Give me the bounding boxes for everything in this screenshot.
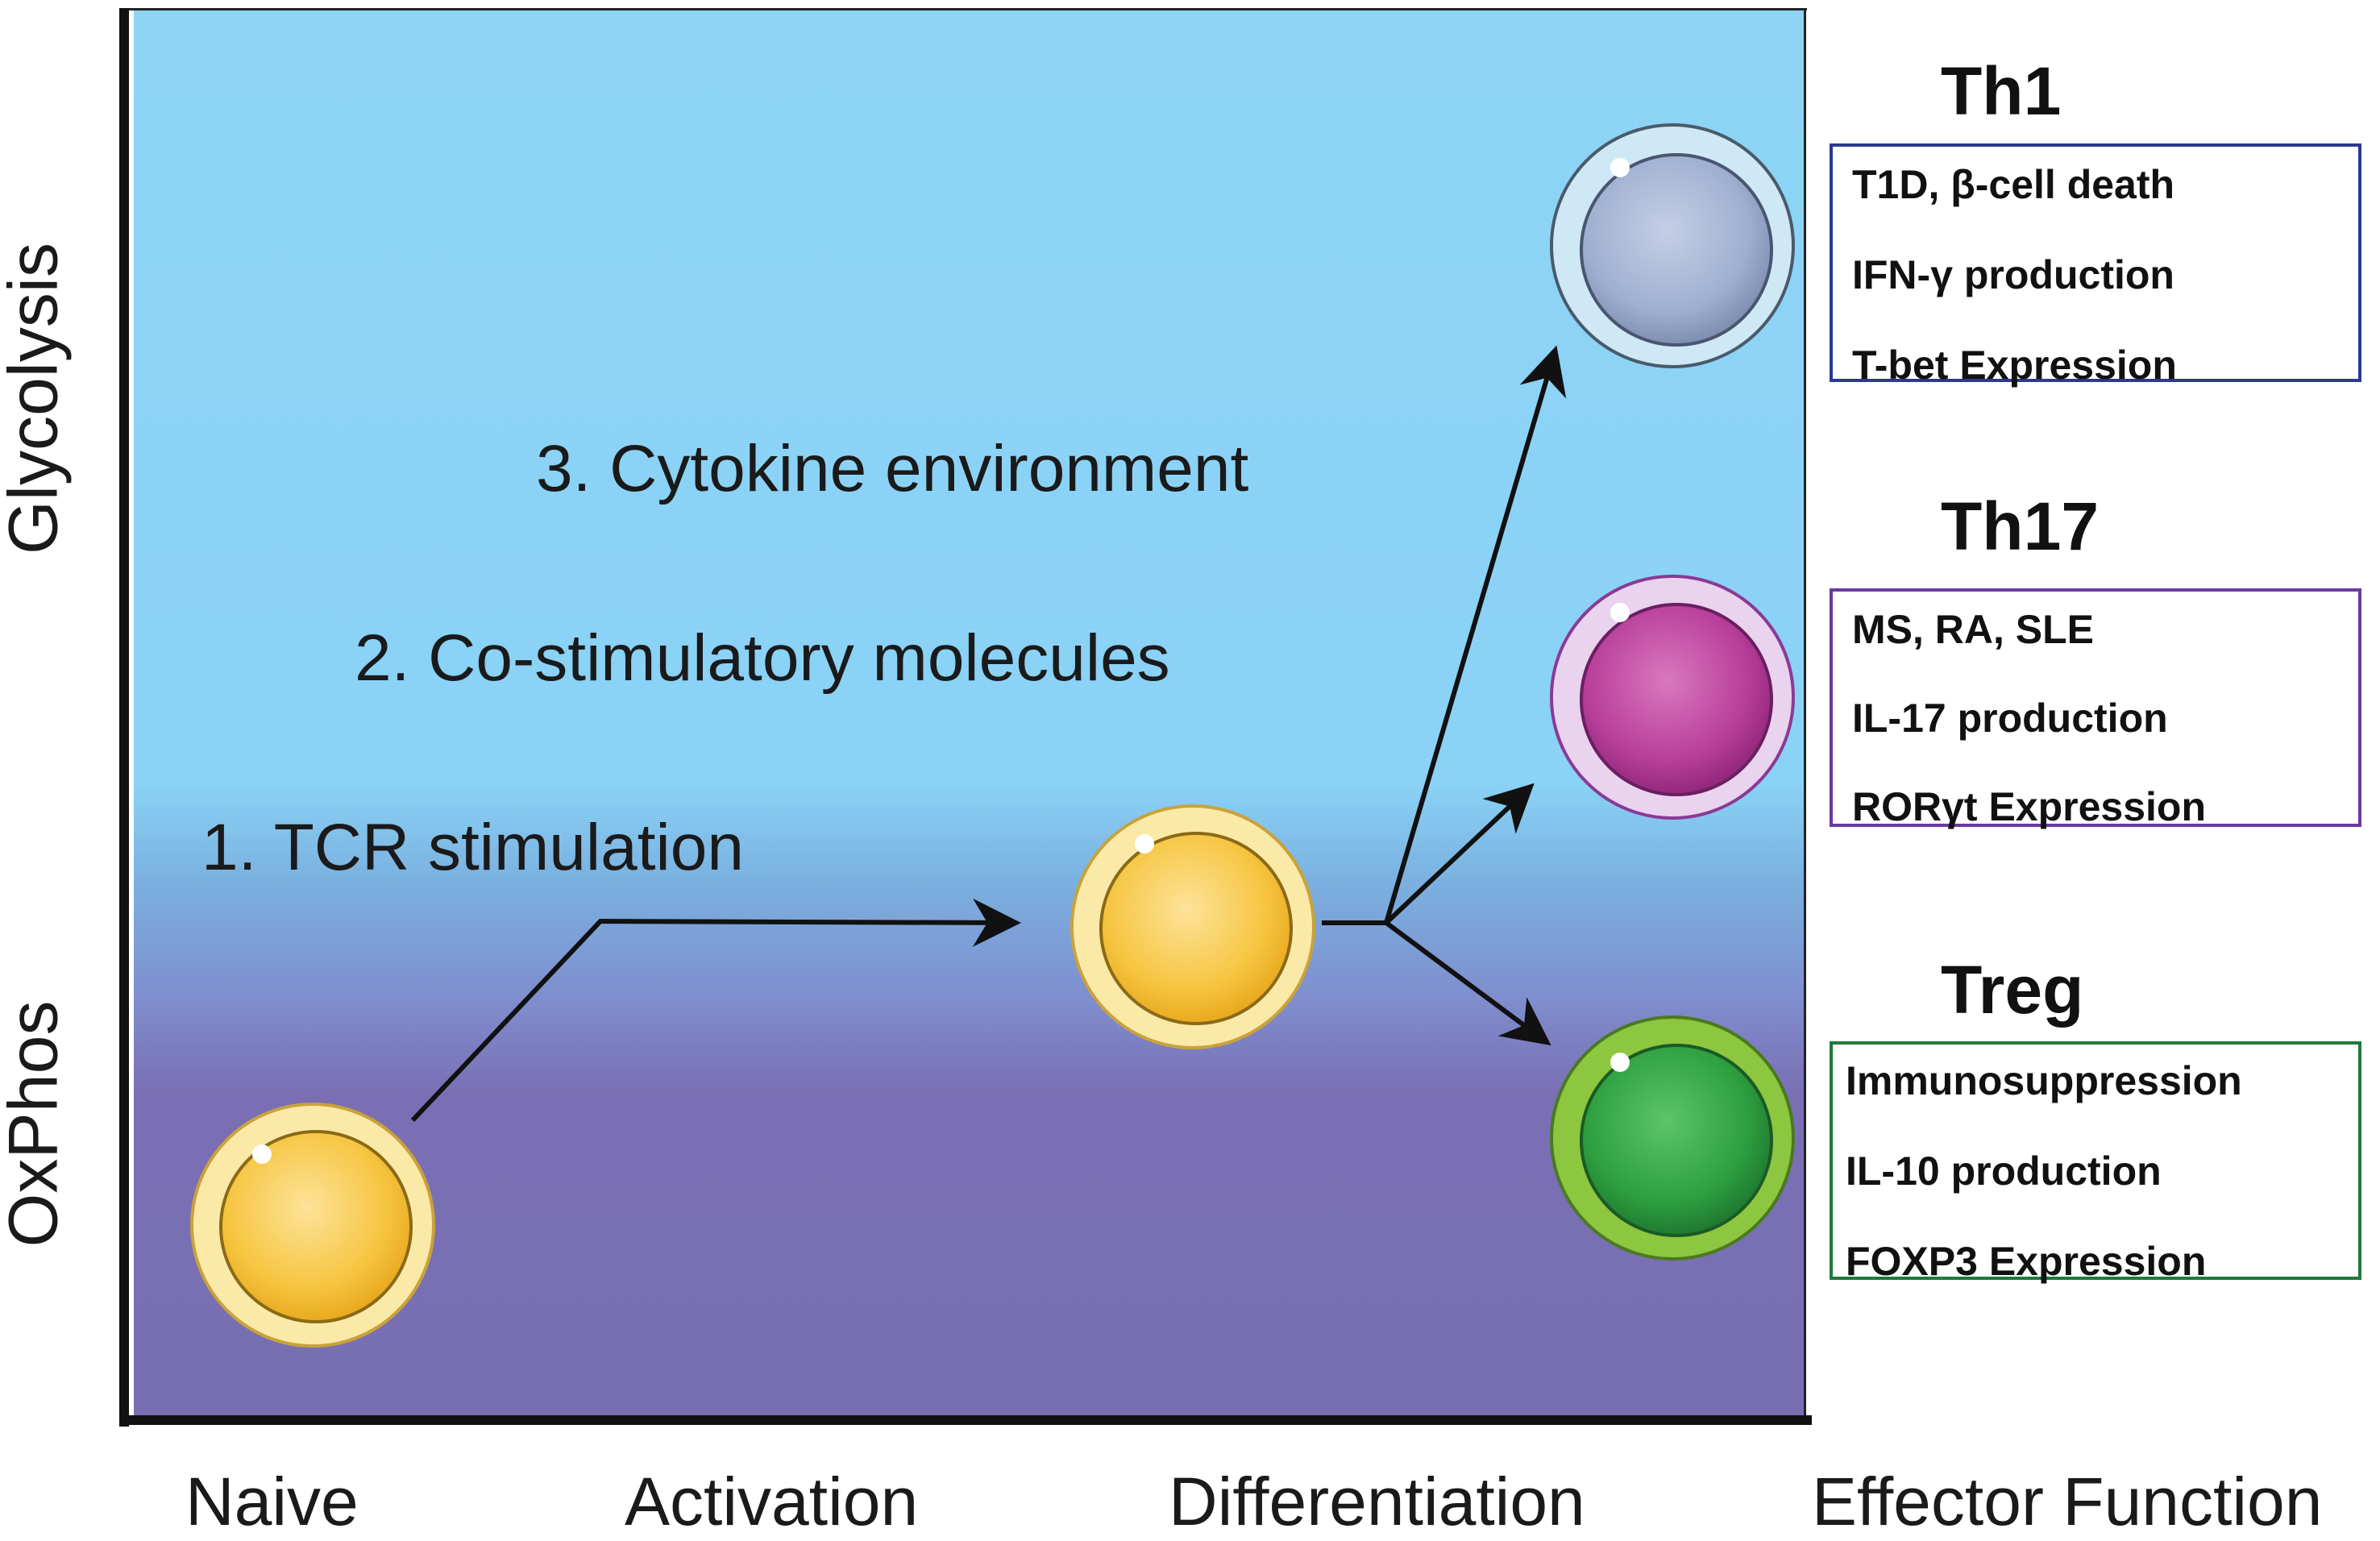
arrow-to-th1 <box>1384 345 1567 924</box>
step-cytokine-environment: 3. Cytokine environment <box>536 432 1249 505</box>
th17-title: Th17 <box>1941 488 2100 564</box>
th1-function-1: T1D, β-cell death <box>1852 162 2175 207</box>
treg-function-1: Immunosuppression <box>1846 1058 2242 1103</box>
th1-cell <box>1550 123 1795 368</box>
th17-function-3: RORγt Expression <box>1852 784 2207 829</box>
arrow-to-treg <box>1385 920 1551 1046</box>
x-axis-label-differentiation: Differentiation <box>1169 1464 1585 1539</box>
plot-border-top <box>129 8 1807 10</box>
x-axis-label-naive: Naive <box>185 1464 359 1539</box>
th17-function-2: IL-17 production <box>1852 696 2168 741</box>
th17-function-1: MS, RA, SLE <box>1852 607 2095 652</box>
th1-function-2: IFN-γ production <box>1852 252 2174 297</box>
treg-function-box: Immunosuppression IL-10 production FOXP3… <box>1830 1041 2361 1284</box>
treg-cell <box>1550 1016 1795 1261</box>
th1-function-3: T-bet Expression <box>1852 343 2177 388</box>
treg-function-3: FOXP3 Expression <box>1846 1239 2207 1284</box>
tcr-path-arrow <box>410 898 1021 1123</box>
arrow-to-th17 <box>1384 783 1535 925</box>
th17-cell <box>1550 575 1795 820</box>
y-axis-line <box>119 8 129 1427</box>
th17-function-box: MS, RA, SLE IL-17 production RORγt Expre… <box>1830 588 2361 829</box>
x-axis-line <box>119 1415 1812 1425</box>
x-axis-label-activation: Activation <box>625 1464 919 1539</box>
activated-cell <box>1070 804 1315 1049</box>
plot-border-right <box>1804 8 1806 1418</box>
th1-title: Th1 <box>1941 53 2062 129</box>
step-co-stimulatory-molecules: 2. Co-stimulatory molecules <box>355 621 1170 695</box>
naive-cell <box>190 1103 435 1348</box>
step-tcr-stimulation: 1. TCR stimulation <box>201 811 744 884</box>
th1-function-box: T1D, β-cell death IFN-γ production T-bet… <box>1830 143 2361 388</box>
treg-function-2: IL-10 production <box>1846 1148 2162 1194</box>
treg-title: Treg <box>1941 952 2084 1028</box>
x-axis-label-effector-function: Effector Function <box>1812 1464 2323 1539</box>
